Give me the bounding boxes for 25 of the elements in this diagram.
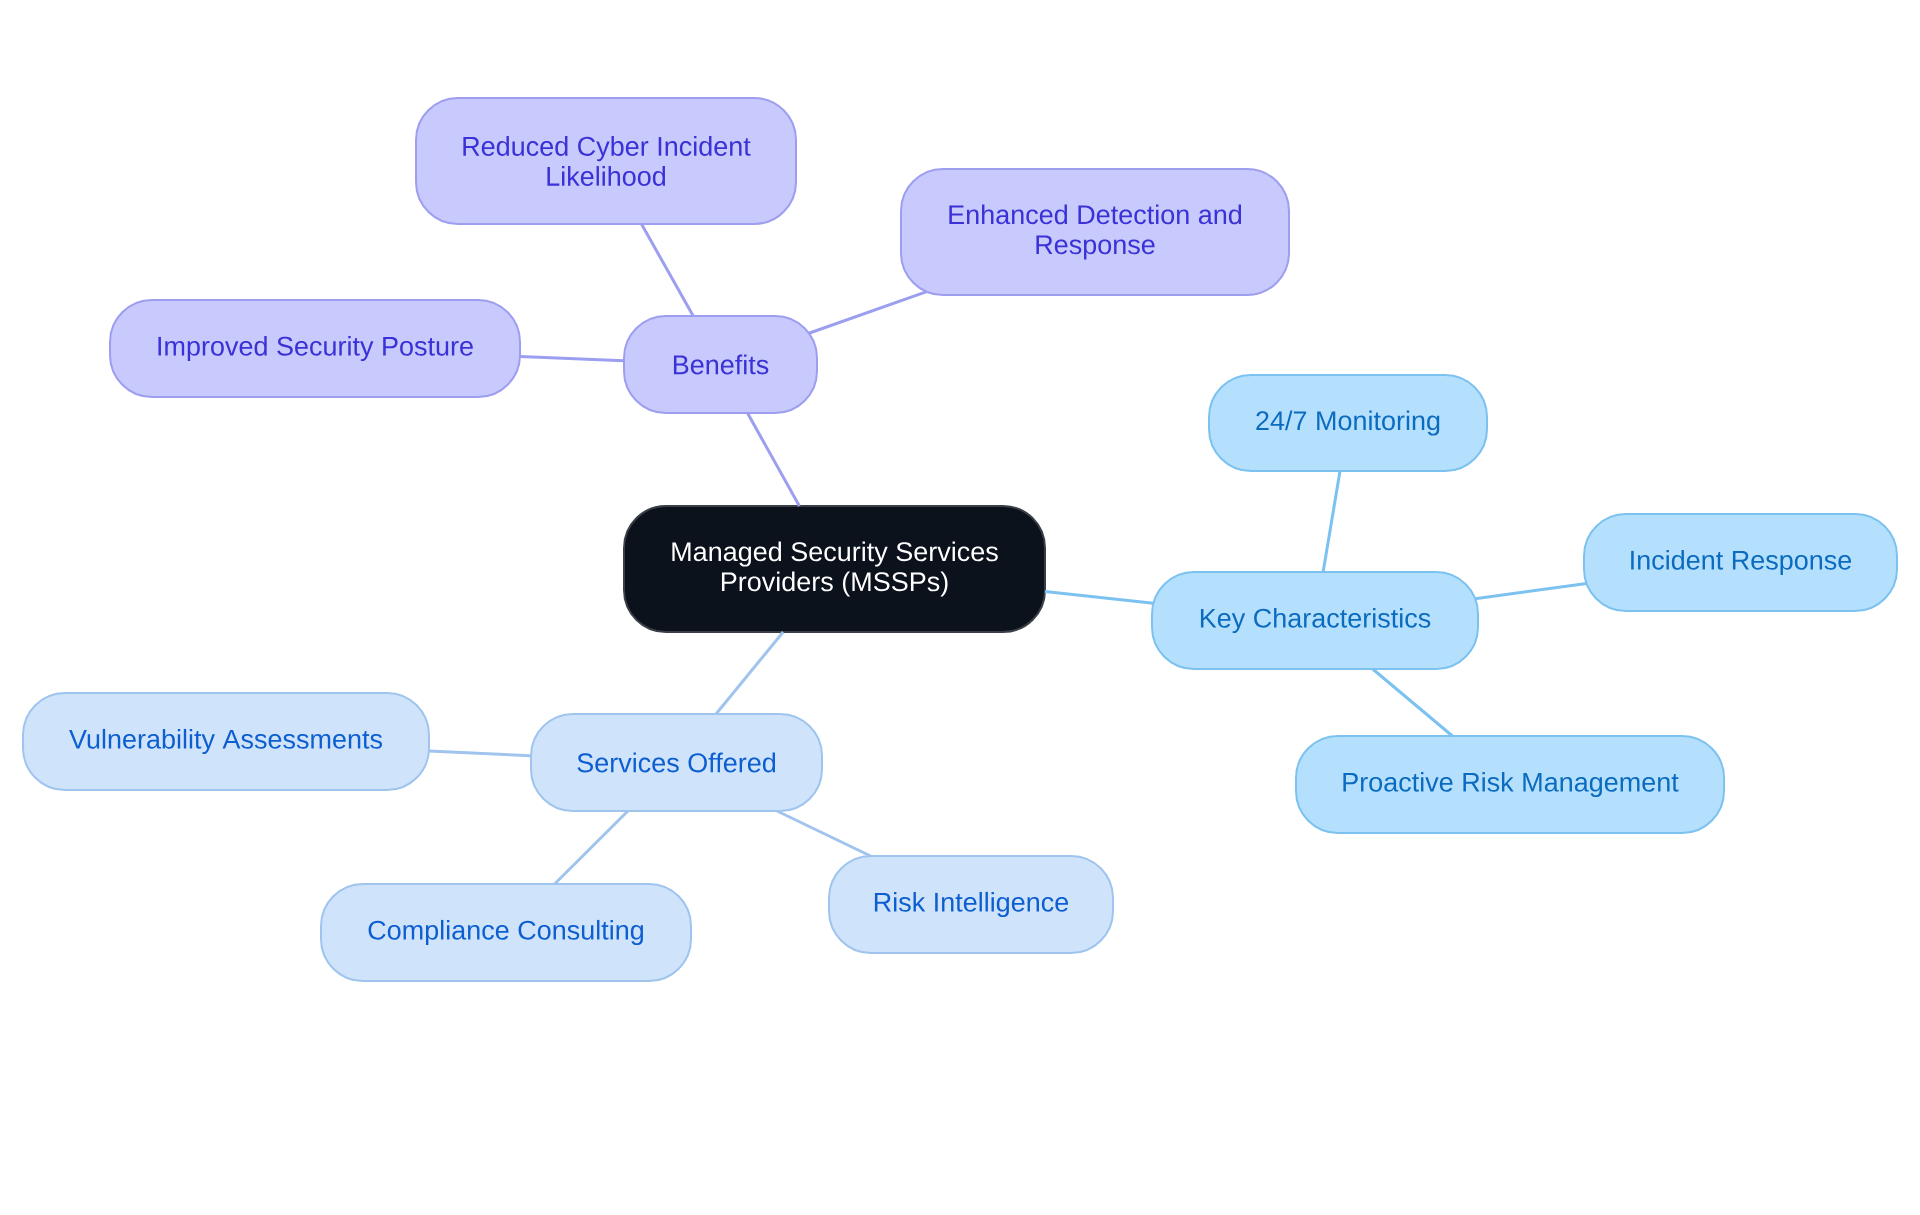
connector-line (519, 355, 625, 363)
topic-box: Risk Intelligence (828, 855, 1114, 954)
connector-line (1321, 470, 1342, 573)
topic-box: Proactive Risk Management (1295, 735, 1725, 834)
topic-box: Benefits (623, 315, 818, 414)
topic-box: 24/7 Monitoring (1208, 374, 1488, 472)
topic-box: Compliance Consulting (320, 883, 692, 982)
central-topic-box: Managed Security Services Providers (MSSPs) (623, 505, 1046, 633)
topic-box: Enhanced Detection and Response (900, 168, 1290, 296)
connector-line (1044, 590, 1154, 605)
connector-line (714, 631, 785, 715)
topic-box: Services Offered (530, 713, 823, 812)
connector-line (746, 412, 801, 507)
topic-box: Reduced Cyber Incident Likelihood (415, 97, 797, 225)
connector-line (1474, 582, 1587, 601)
connector-line (808, 290, 928, 335)
connector-line (640, 223, 695, 317)
topic-box: Vulnerability Assessments (22, 692, 430, 791)
connector-line (428, 749, 532, 758)
topic-box: Key Characteristics (1151, 571, 1479, 670)
topic-box: Incident Response (1583, 513, 1898, 612)
connector-line (776, 809, 872, 858)
connector-line (553, 809, 629, 886)
topic-box: Improved Security Posture (109, 299, 521, 398)
connector-line (1371, 667, 1454, 738)
